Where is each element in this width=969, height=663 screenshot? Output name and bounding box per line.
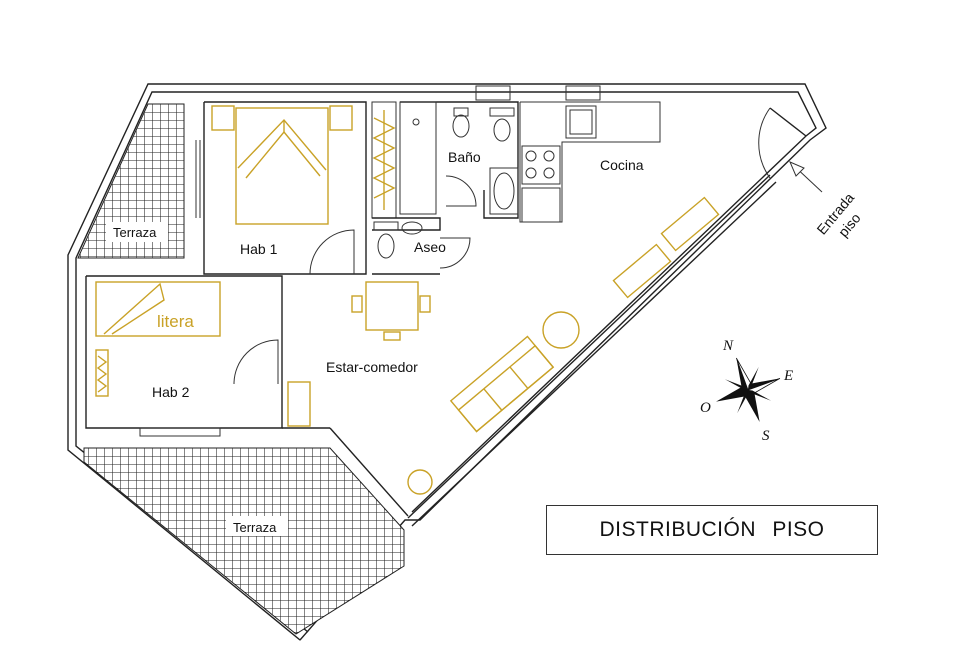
compass-e: E: [783, 368, 793, 384]
terraza-top: Terraza: [77, 103, 185, 259]
entrance-door: [758, 107, 807, 179]
entrance-marker: Entrada piso: [789, 161, 864, 240]
outer-walls: [67, 83, 827, 641]
terraza-top-label: Terraza: [113, 225, 157, 240]
plan-title-box: DISTRIBUCIÓN PISO: [546, 505, 878, 555]
litera-label: litera: [157, 312, 194, 331]
hab1-label: Hab 1: [240, 241, 278, 257]
room-cocina: Cocina: [519, 85, 661, 223]
compass-o: O: [700, 400, 711, 416]
estar-label: Estar-comedor: [326, 359, 418, 375]
plan-title: DISTRIBUCIÓN PISO: [599, 518, 825, 541]
room-estar-comedor: Estar-comedor: [282, 196, 720, 517]
closet: [371, 101, 397, 219]
compass-rose: N E S O: [700, 338, 793, 444]
room-hab2: litera Hab 2: [85, 275, 283, 437]
room-hab1: Hab 1: [195, 101, 367, 275]
room-aseo: Aseo: [372, 217, 471, 275]
room-bano: Baño: [399, 85, 519, 219]
hab2-label: Hab 2: [152, 384, 190, 400]
bano-label: Baño: [448, 149, 481, 165]
compass-s: S: [762, 428, 770, 444]
terraza-bottom: Terraza: [83, 447, 405, 635]
cocina-label: Cocina: [600, 157, 644, 173]
terraza-bottom-label: Terraza: [233, 520, 277, 535]
compass-n: N: [722, 338, 734, 354]
aseo-label: Aseo: [414, 239, 446, 255]
